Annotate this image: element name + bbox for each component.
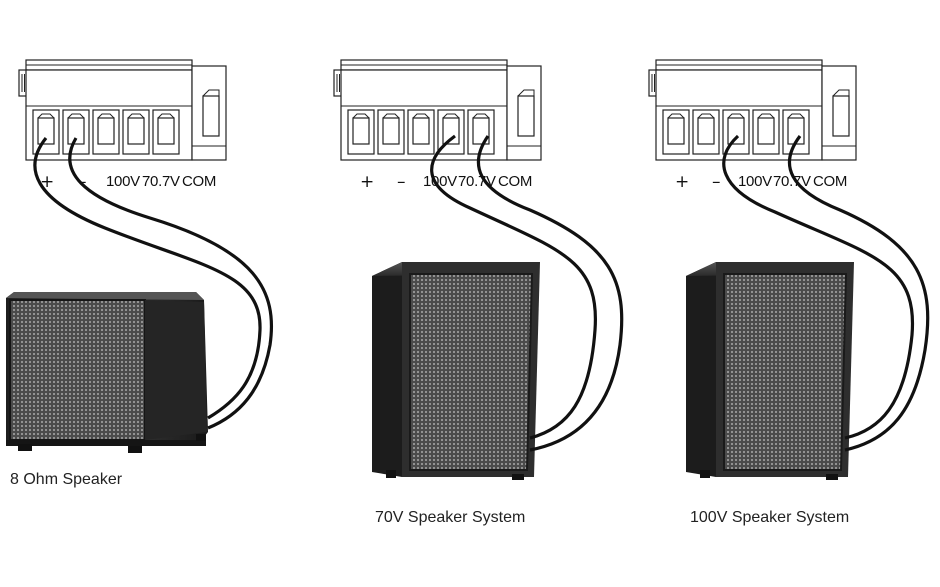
speaker-8-ohm [6,292,208,453]
minus-label: – [397,172,406,192]
wires-8-ohm [33,137,274,430]
speaker-70v [371,261,541,481]
caption-8-ohm-speaker: 8 Ohm Speaker [10,471,123,488]
70v-label: 70.7V [142,173,180,190]
terminal-labels-left: + – 100V 70.7V COM [40,172,216,192]
minus-label: – [712,172,721,192]
wires-70v [430,134,624,452]
terminal-labels-right: + – 100V 70.7V COM [675,172,847,192]
terminal-block-middle [333,59,542,161]
terminal-labels-middle: + – 100V 70.7V COM [360,172,532,192]
100v-label: 100V [106,173,140,190]
caption-100v-speaker-system: 100V Speaker System [690,509,849,526]
caption-70v-speaker-system: 70V Speaker System [375,509,525,526]
100v-label: 100V [738,173,772,190]
minus-label: – [78,172,87,192]
speaker-100v [685,261,855,481]
plus-label: + [360,172,374,192]
wires-100v [722,134,930,452]
com-label: COM [182,173,216,190]
plus-label: + [675,172,689,192]
com-label: COM [498,173,532,190]
com-label: COM [813,173,847,190]
terminal-block-left [18,59,227,161]
terminal-block-right [648,59,857,161]
